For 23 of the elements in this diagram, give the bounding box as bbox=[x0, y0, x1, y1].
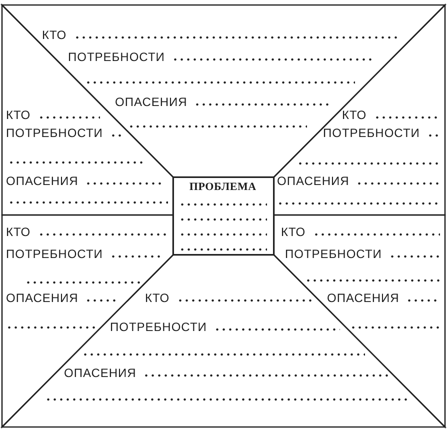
worksheet-section bbox=[1, 4, 446, 178]
prompt-label: ОПАСЕНИЯ bbox=[6, 174, 78, 188]
prompt-label: КТО bbox=[6, 225, 31, 239]
prompt-label: ПОТРЕБНОСТИ bbox=[323, 126, 420, 140]
problem-box bbox=[173, 177, 274, 255]
prompt-label: КТО bbox=[6, 108, 31, 122]
worksheet-section bbox=[273, 214, 446, 428]
prompt-label: ПОТРЕБНОСТИ bbox=[110, 320, 207, 334]
prompt-label: ПОТРЕБНОСТИ bbox=[285, 247, 382, 261]
prompt-label: ОПАСЕНИЯ bbox=[277, 174, 350, 188]
prompt-label: ОПАСЕНИЯ bbox=[115, 95, 188, 109]
box-heading: ПРОБЛЕМА bbox=[189, 180, 256, 194]
prompt-label: КТО bbox=[342, 108, 367, 122]
prompt-label: ОПАСЕНИЯ bbox=[6, 291, 78, 305]
prompt-label: КТО bbox=[281, 225, 306, 239]
prompt-label: ПОТРЕБНОСТИ bbox=[68, 50, 165, 64]
worksheet-section bbox=[273, 4, 446, 216]
prompt-label: ПОТРЕБНОСТИ bbox=[6, 247, 103, 261]
prompt-label: КТО bbox=[145, 291, 170, 305]
prompt-label: ОПАСЕНИЯ bbox=[327, 291, 400, 305]
prompt-label: КТО bbox=[42, 28, 67, 42]
prompt-label: ПОТРЕБНОСТИ bbox=[6, 126, 103, 140]
prompt-label: ОПАСЕНИЯ bbox=[64, 366, 136, 380]
